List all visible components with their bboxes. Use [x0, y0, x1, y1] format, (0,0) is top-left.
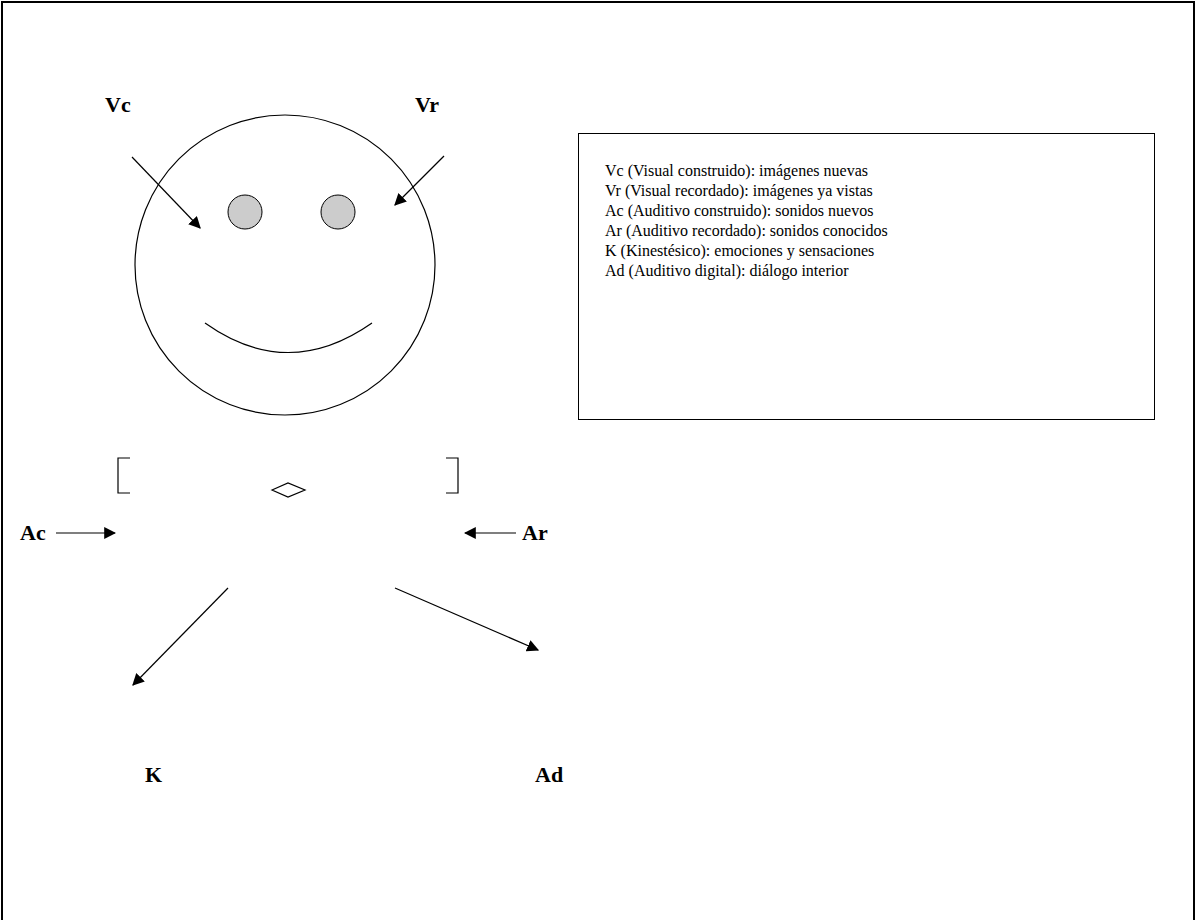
legend-line: K (Kinestésico): emociones y sensaciones	[605, 241, 1138, 261]
legend-line: Ac (Auditivo construido): sonidos nuevos	[605, 201, 1138, 221]
leader-arrow	[133, 588, 228, 685]
eye	[321, 195, 355, 229]
leader-arrow	[465, 532, 516, 533]
smile	[205, 323, 372, 353]
cue-label: Vc	[105, 92, 131, 118]
cue-label: Ar	[522, 520, 548, 546]
bracket	[118, 458, 130, 493]
cue-label: Ad	[535, 762, 563, 788]
leader-arrow	[56, 532, 115, 533]
bracket	[446, 458, 458, 493]
cue-label: K	[145, 762, 162, 788]
legend-line: Ad (Auditivo digital): diálogo interior	[605, 261, 1138, 281]
legend-line: Ar (Auditivo recordado): sonidos conocid…	[605, 221, 1138, 241]
eye	[228, 195, 262, 229]
cue-label: Ac	[20, 520, 46, 546]
cue-label: Vr	[415, 92, 439, 118]
leader-arrow	[132, 157, 200, 228]
legend-box: Vc (Visual construido): imágenes nuevasV…	[578, 133, 1155, 420]
diamond-symbol	[272, 483, 305, 497]
legend-line: Vc (Visual construido): imágenes nuevas	[605, 161, 1138, 181]
face-circle	[135, 115, 435, 415]
legend-line: Vr (Visual recordado): imágenes ya vista…	[605, 181, 1138, 201]
leader-arrow	[395, 588, 538, 650]
leader-arrow	[395, 156, 444, 205]
